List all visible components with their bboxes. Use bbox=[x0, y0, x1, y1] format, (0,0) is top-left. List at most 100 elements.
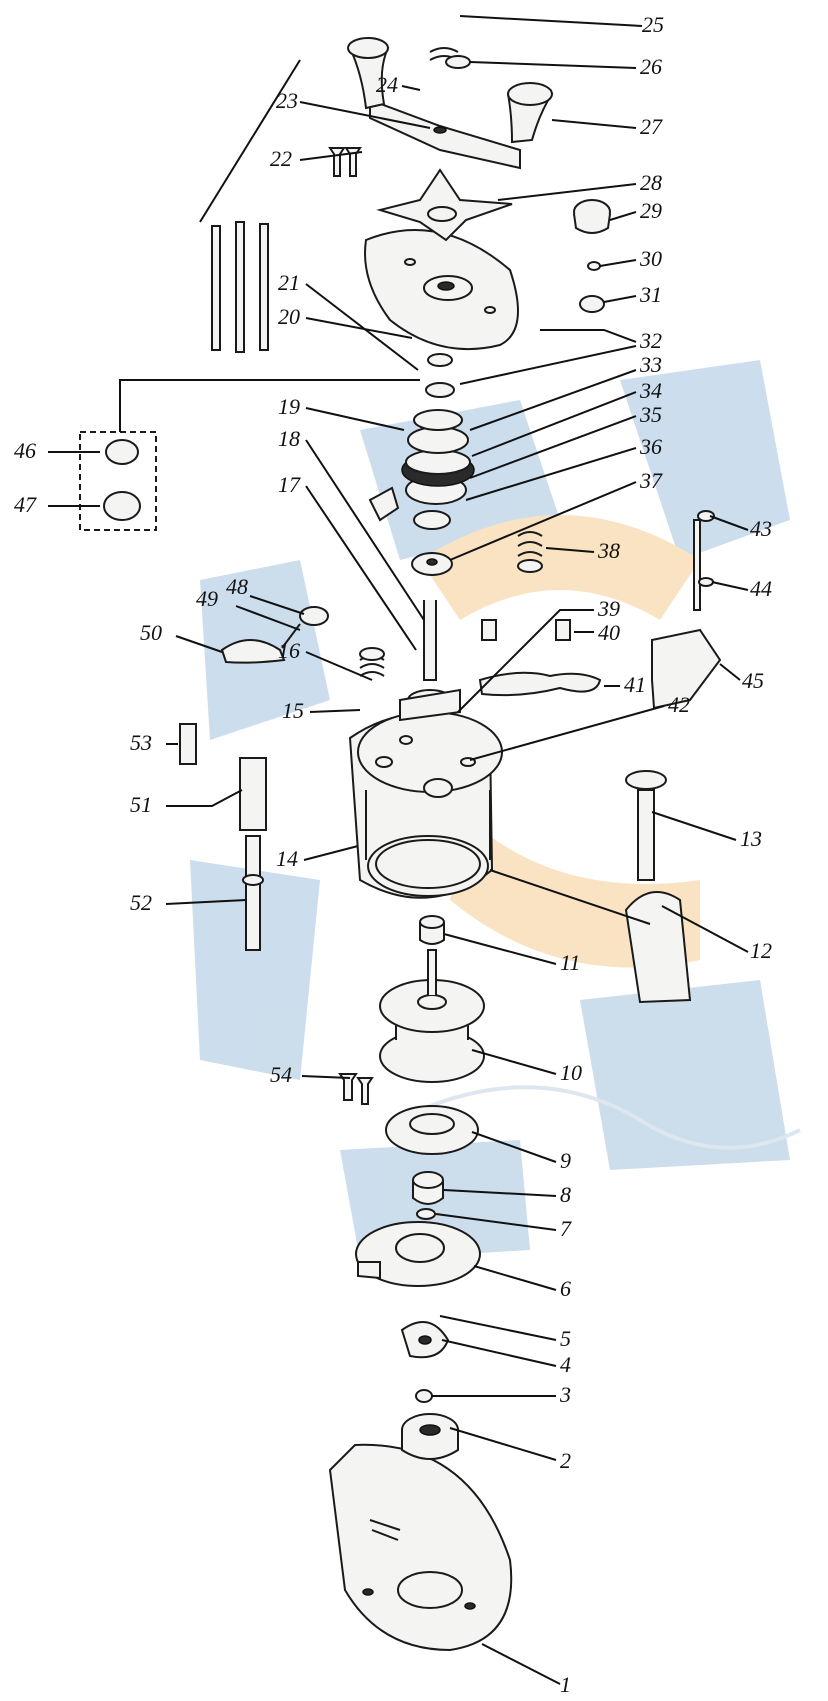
callout-label: 48 bbox=[226, 574, 248, 599]
leader-line bbox=[435, 1213, 557, 1231]
handle-knob-right-cap bbox=[507, 82, 553, 106]
callout-label: 12 bbox=[750, 938, 772, 963]
leader-line bbox=[469, 415, 637, 479]
handle-nut-base bbox=[445, 55, 471, 69]
gear-washer-small bbox=[427, 353, 453, 367]
leader-line bbox=[175, 635, 223, 653]
callout-label: 44 bbox=[750, 576, 772, 601]
star-drag-part bbox=[376, 168, 513, 242]
callout-label: 25 bbox=[642, 12, 664, 37]
bearing-housing-part bbox=[401, 1413, 459, 1460]
pillar-rod bbox=[259, 223, 269, 351]
plunger-rod bbox=[637, 789, 655, 881]
callout-label: 54 bbox=[270, 1062, 292, 1087]
leader-line bbox=[540, 329, 637, 343]
callout-label: 45 bbox=[742, 668, 764, 693]
frame-pillar bbox=[365, 790, 491, 860]
callout-label: 50 bbox=[140, 620, 162, 645]
callout-label: 4 bbox=[560, 1352, 571, 1377]
t-pin-part bbox=[179, 723, 197, 765]
callout-label: 49 bbox=[196, 586, 218, 611]
callout-label: 23 bbox=[276, 88, 298, 113]
leader-line bbox=[299, 101, 431, 129]
spring-coil bbox=[517, 531, 543, 557]
callout-label: 51 bbox=[130, 792, 152, 817]
leader-line bbox=[471, 1131, 557, 1163]
leader-lines bbox=[48, 15, 749, 1685]
callout-label: 20 bbox=[278, 304, 300, 329]
callout-label: 3 bbox=[559, 1382, 571, 1407]
callout-label: 35 bbox=[639, 402, 662, 427]
spring-cap bbox=[359, 647, 385, 661]
callout-label: 31 bbox=[639, 282, 662, 307]
bushing-part bbox=[419, 915, 445, 945]
watermark-arc bbox=[420, 515, 700, 620]
callout-label: 6 bbox=[560, 1276, 571, 1301]
watermark-spoke bbox=[620, 360, 790, 560]
frame-plate-part bbox=[355, 1221, 481, 1287]
handle-knob-left-cap bbox=[347, 37, 389, 59]
leader-line bbox=[719, 663, 741, 681]
frame-plate-hub bbox=[395, 1233, 445, 1263]
leader-line bbox=[309, 709, 361, 713]
leader-line bbox=[473, 1265, 557, 1291]
leader-line bbox=[199, 59, 301, 223]
leader-line bbox=[449, 481, 637, 561]
worm-sleeve bbox=[239, 757, 267, 831]
callout-label: 2 bbox=[560, 1448, 571, 1473]
level-wind-part bbox=[651, 510, 722, 710]
click-ring-part bbox=[385, 1105, 479, 1155]
frame-boss bbox=[375, 756, 393, 768]
clutch-bar-part bbox=[478, 619, 602, 697]
callout-label: 1 bbox=[560, 1672, 571, 1697]
frame-ring-inner bbox=[375, 839, 481, 889]
callout-label: 13 bbox=[740, 826, 762, 851]
callout-label: 32 bbox=[639, 328, 662, 353]
leader-line bbox=[305, 651, 373, 681]
pawl-assembly-part bbox=[400, 1321, 450, 1359]
callout-label: 21 bbox=[278, 270, 300, 295]
side-plate-bearing-hole bbox=[397, 1571, 463, 1609]
lever-rod bbox=[693, 519, 701, 611]
gear-knob bbox=[299, 606, 329, 626]
callout-label: 14 bbox=[276, 846, 298, 871]
callout-label: 19 bbox=[278, 394, 300, 419]
clutch-pin bbox=[481, 619, 497, 641]
drag-cap-skirt bbox=[573, 213, 611, 234]
reel-frame-part bbox=[348, 711, 503, 899]
pinion-gear-hole bbox=[426, 558, 438, 566]
callout-label: 15 bbox=[282, 698, 304, 723]
lever-arm bbox=[651, 628, 722, 710]
small-washer-part bbox=[415, 1389, 433, 1403]
leader-line bbox=[235, 605, 301, 631]
gear-washer bbox=[413, 510, 451, 530]
star-drag-body bbox=[376, 168, 513, 242]
bearing-cap bbox=[103, 491, 141, 521]
leader-line bbox=[661, 905, 749, 953]
drag-disc bbox=[413, 409, 463, 431]
callout-label: 17 bbox=[278, 472, 301, 497]
collar-part bbox=[412, 1171, 444, 1205]
leader-line bbox=[457, 609, 594, 713]
frame-pillars-part bbox=[211, 221, 269, 353]
screw bbox=[356, 1077, 374, 1105]
screw bbox=[328, 147, 346, 177]
side-plate-screw-hole bbox=[464, 1602, 476, 1610]
leader-line bbox=[459, 345, 637, 385]
leader-line bbox=[305, 283, 419, 371]
side-plate-slot bbox=[369, 1519, 401, 1541]
callout-label: 30 bbox=[639, 246, 662, 271]
handle-plate-screw-hole bbox=[484, 306, 496, 314]
lever-washer bbox=[698, 577, 714, 587]
leader-line bbox=[545, 547, 595, 553]
gear-arm bbox=[220, 639, 286, 664]
yoke bbox=[399, 688, 461, 722]
housing-body bbox=[401, 1430, 459, 1460]
callout-label: 28 bbox=[640, 170, 662, 195]
callout-label: 29 bbox=[640, 198, 662, 223]
dashed-box bbox=[79, 431, 157, 531]
leader-line bbox=[651, 811, 737, 841]
leader-line bbox=[609, 211, 637, 221]
shaft bbox=[423, 600, 437, 681]
worm-shaft-part bbox=[239, 757, 267, 951]
